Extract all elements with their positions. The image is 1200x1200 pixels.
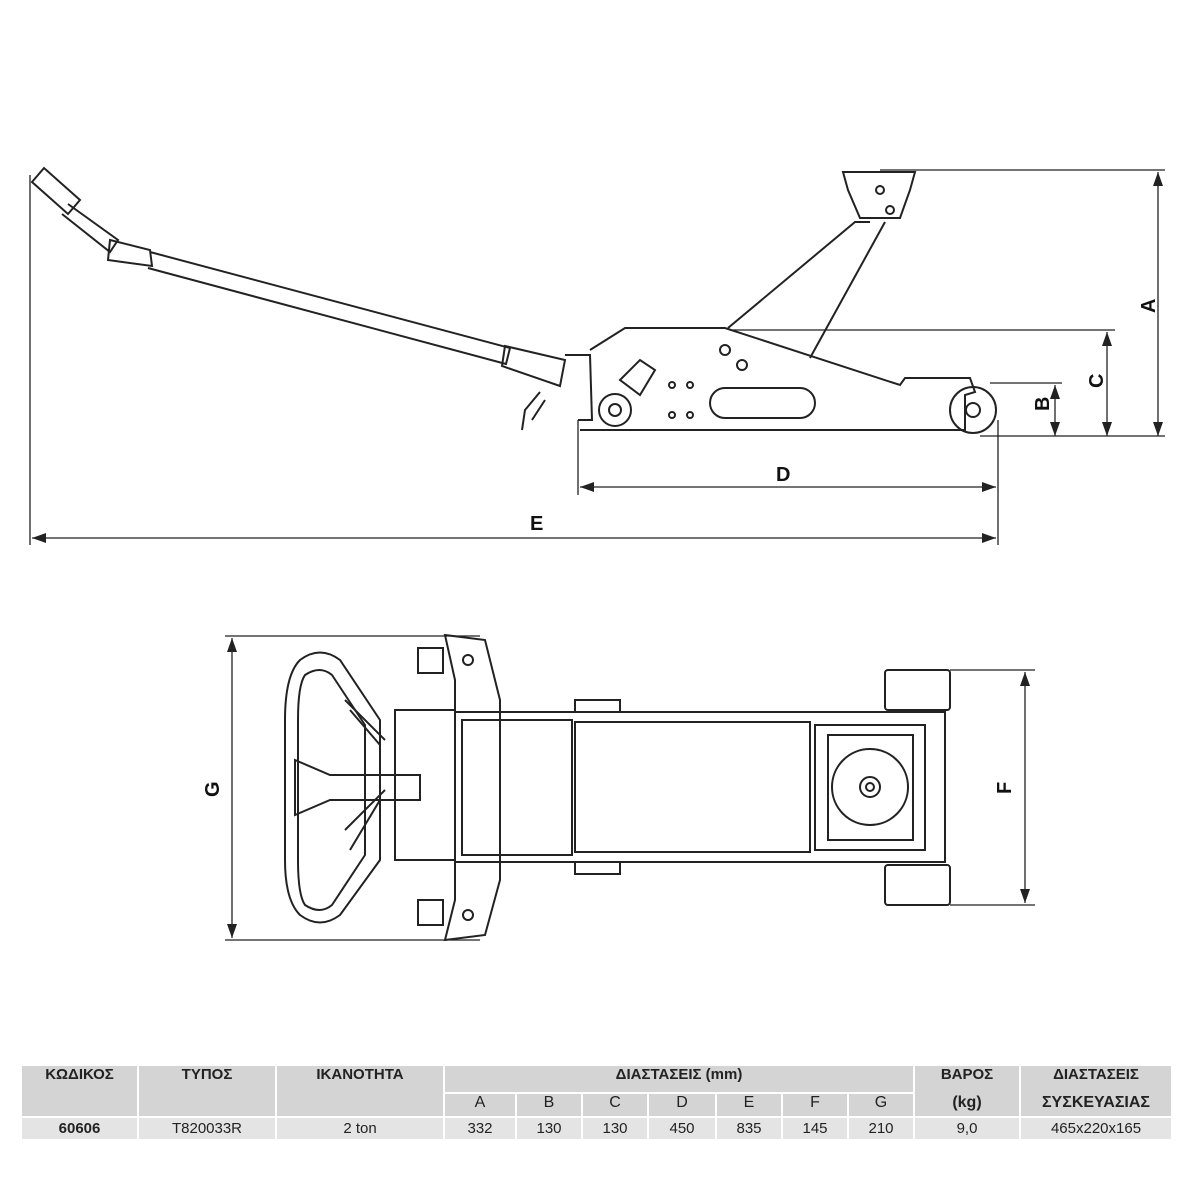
header-dim-a: A [445,1094,515,1116]
cell-dim-e: 835 [717,1116,781,1139]
cell-package: 465x220x165 [1021,1116,1171,1139]
header-dim-d: D [649,1094,715,1116]
cell-dim-c: 130 [583,1116,647,1139]
label-c: C [1086,374,1108,388]
dimension-lines [29,169,1165,941]
label-a: A [1138,299,1160,313]
top-view [284,633,951,942]
header-dim-g: G [849,1094,913,1116]
cell-dim-d: 450 [649,1116,715,1139]
label-f: F [994,782,1016,794]
spec-table: ΚΩΔΙΚΟΣ ΤΥΠΟΣ ΙΚΑΝΟΤΗΤΑ ΔΙΑΣΤΑΣΕΙΣ (mm) … [20,1066,1173,1139]
label-b: B [1032,397,1054,411]
cell-type: T820033R [139,1116,275,1139]
header-dim-c: C [583,1094,647,1116]
header-package: ΔΙΑΣΤΑΣΕΙΣ [1021,1066,1171,1094]
label-g: G [202,781,224,797]
cell-code: 60606 [22,1116,137,1139]
header-dimensions: ΔΙΑΣΤΑΣΕΙΣ (mm) [445,1066,913,1094]
side-view [30,166,997,434]
label-d: D [776,464,790,486]
label-e: E [530,513,543,535]
cell-dim-g: 210 [849,1116,913,1139]
cell-dim-a: 332 [445,1116,515,1139]
cell-weight: 9,0 [915,1116,1019,1139]
header-package-2: ΣΥΣΚΕΥΑΣΙΑΣ [1021,1094,1171,1116]
table-row: 60606 T820033R 2 ton 332 130 130 450 835… [22,1116,1171,1139]
cell-dim-f: 145 [783,1116,847,1139]
cell-capacity: 2 ton [277,1116,443,1139]
header-dim-e: E [717,1094,781,1116]
header-dim-b: B [517,1094,581,1116]
header-capacity: ΙΚΑΝΟΤΗΤΑ [277,1066,443,1116]
cell-dim-b: 130 [517,1116,581,1139]
jack-drawing: A C B D E G F [29,166,1165,942]
header-weight-unit: (kg) [915,1094,1019,1116]
arrowheads [32,172,1163,938]
header-dim-f: F [783,1094,847,1116]
header-type: ΤΥΠΟΣ [139,1066,275,1116]
header-weight: ΒΑΡΟΣ [915,1066,1019,1094]
header-code: ΚΩΔΙΚΟΣ [22,1066,137,1116]
